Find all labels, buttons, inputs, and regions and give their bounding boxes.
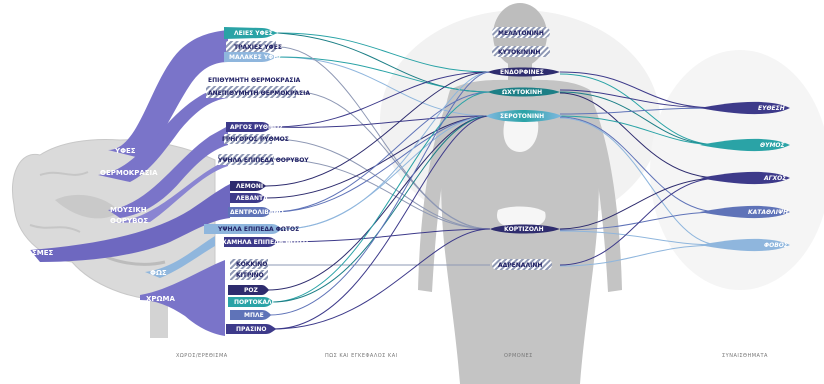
stimulus-mple: ΜΠΛΕ — [244, 312, 264, 319]
stimulus-eythymi-thermokrasia: ΕΠΙΘΥΜΗΤΗ ΘΕΡΜΟΚΡΑΣΙΑ — [208, 77, 301, 84]
stimulus-lemoni: ΛΕΜΟΝΙ — [236, 183, 263, 190]
hormone-endorfines: ΕΝΔΟΡΦΙΝΕΣ — [500, 69, 544, 76]
footer-col-emotions: ΣΥΝΑΙΣΘΗΜΑΤΑ — [722, 353, 768, 359]
stimulus-ypsila-thoryvou: ΥΨΗΛΑ ΕΠΙΠΕΔΑ ΘΟΡΥΒΟΥ — [217, 157, 309, 164]
category-xroma: ΧΡΩΜΑ — [146, 295, 175, 303]
category-mousiki: ΜΟΥΣΙΚΗ — [110, 206, 147, 214]
footer-col-stimulus: ΧΩΡΟΣ/ΕΡΕΘΙΣΜΑ — [176, 353, 228, 359]
stimulus-ypsila-fotos: ΥΨΗΛΑ ΕΠΙΠΕΔΑ ΦΩΤΟΣ — [217, 226, 299, 233]
category-fos: ΦΩΣ — [150, 269, 167, 277]
footer-col-hormones: ΟΡΜΟΝΕΣ — [504, 353, 533, 359]
hormone-oxytokini: ΩΧΥΤΟΚΙΝΗ — [502, 89, 542, 96]
category-thoryvos: ΘΟΡΥΒΟΣ — [110, 217, 148, 225]
stimulus-traxies-yfes: ΤΡΑΧΙΕΣ ΥΦΕΣ — [234, 44, 282, 51]
stimulus-anepithymiti-thermokrasia: ΑΝΕΠΙΘΥΜΗΤΗ ΘΕΡΜΟΚΡΑΣΙΑ — [208, 90, 310, 97]
stimulus-roz: ΡΟΖ — [244, 287, 258, 294]
stimulus-xamila-fotos: ΧΑΜΗΛΑ ΕΠΙΠΕΔΑ ΦΩΤΟΣ — [222, 239, 309, 246]
stimulus-argos-rythmos: ΑΡΓΟΣ ΡΥΘΜΟΣ — [230, 124, 283, 131]
background-haze-right — [650, 50, 824, 290]
hormone-serotonini: ΣΕΡΟΤΟΝΙΝΗ — [500, 113, 544, 120]
category-thermokrasia: ΘΕΡΜΟΚΡΑΣΙΑ — [100, 169, 158, 177]
stimulus-kokkino: ΚΟΚΚΙΝΟ — [236, 261, 267, 268]
emotion-eythesi: ΕΥΘΕΣΗ — [758, 105, 785, 112]
hormone-adrenalini: ΑΔΡΕΝΑΛΙΝΗ — [498, 262, 542, 269]
category-yfes: ΥΦΕΣ — [114, 147, 136, 155]
stimulus-portokali: ΠΟΡΤΟΚΑΛΙ — [234, 299, 274, 306]
hormone-melatonini: ΜΕΛΑΤΟΝΙΝΗ — [498, 30, 544, 37]
category-osmes: ΟΣΜΕΣ — [26, 249, 53, 257]
hormone-kortizoli: ΚΟΡΤΙΖΟΛΗ — [504, 226, 544, 233]
emotion-agxos: ΑΓΧΟΣ — [763, 175, 787, 182]
stimulus-grigoros-rythmos: ΓΡΗΓΟΡΟΣ ΡΥΘΜΟΣ — [222, 136, 289, 143]
hormone-kytokinini: ΚΥΤΟΚΙΝΙΝΗ — [498, 49, 540, 56]
footer-col-brain: ΠΩΣ ΚΑΙ ΕΓΚΕΦΑΛΟΣ ΚΑΙ — [325, 353, 398, 359]
emotion-thymos: ΘΥΜΟΣ — [760, 142, 786, 149]
stimulus-prasino: ΠΡΑΣΙΝΟ — [236, 326, 267, 333]
stimulus-leies-yfes: ΛΕΙΕΣ ΥΦΕΣ — [234, 30, 273, 37]
emotion-fovos: ΦΟΒΟΣ — [764, 242, 789, 249]
stimulus-dentrolivano: ΔΕΝΤΡΟΛΙΒΑΝΟ — [230, 209, 284, 216]
stimulus-malakes-yfes: ΜΑΛΑΚΕΣ ΥΦΕΣ — [229, 54, 281, 61]
emotion-katathlipsi: ΚΑΤΑΘΛΙΨΗ — [748, 209, 788, 216]
stimulus-kitrino: ΚΙΤΡΙΝΟ — [236, 272, 264, 279]
stimulus-levanta: ΛΕΒΑΝΤΑ — [236, 195, 268, 202]
